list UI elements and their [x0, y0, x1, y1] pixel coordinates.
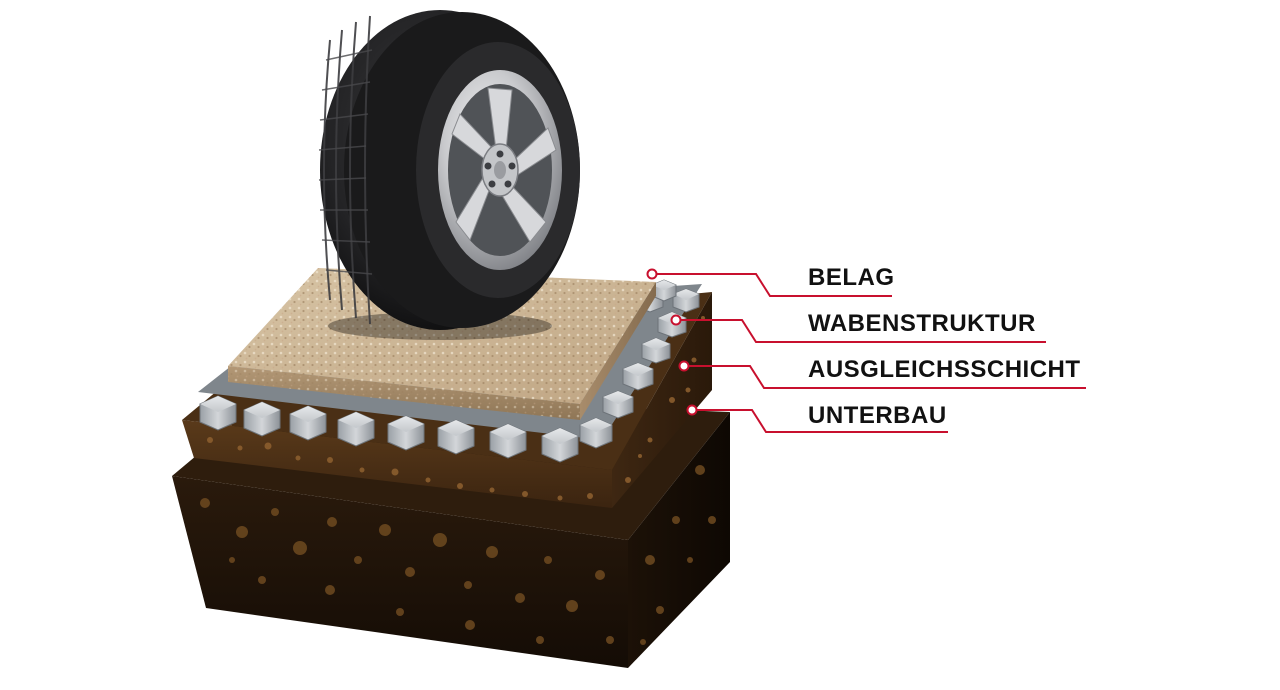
label-unterbau: UNTERBAU — [808, 402, 947, 429]
callout-lines — [646, 268, 1086, 433]
car-tire-icon — [318, 10, 580, 340]
callout-unterbau — [686, 404, 948, 433]
label-belag: BELAG — [808, 264, 895, 291]
label-wabenstruktur: WABENSTRUKTUR — [808, 310, 1036, 337]
callout-belag — [646, 268, 892, 297]
callout-wabenstruktur — [670, 314, 1046, 343]
label-ausgleichsschicht: AUSGLEICHSSCHICHT — [808, 356, 1081, 383]
layer-belag — [228, 268, 656, 420]
callout-ausgleichsschicht — [678, 360, 1086, 389]
